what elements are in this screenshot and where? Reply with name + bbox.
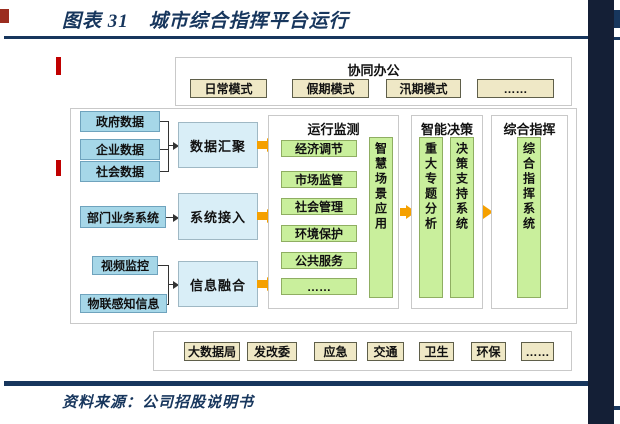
connector-line [168, 265, 169, 305]
monitor-item: 公共服务 [281, 252, 357, 269]
command-group-label: 综合指挥 [503, 122, 556, 137]
dept-box-health: 卫生 [419, 342, 454, 361]
connector-line [167, 304, 168, 305]
footer-rule [4, 381, 588, 386]
command-system-box: 综合指挥系统 [517, 137, 541, 298]
source-note: 资料来源：公司招股说明书 [62, 395, 255, 411]
connector-line [166, 217, 174, 218]
process-box-aggregation: 数据汇聚 [178, 122, 258, 168]
connector-arrow-icon [173, 281, 179, 289]
monitor-item-more: …… [281, 278, 357, 295]
input-box-social: 社会数据 [80, 161, 160, 182]
left-edge-mark [56, 57, 61, 75]
mode-box-flood: 汛期模式 [386, 79, 461, 98]
connector-line [160, 171, 168, 172]
input-box-iot: 物联感知信息 [80, 294, 167, 313]
page-corner-mark [0, 9, 9, 23]
connector-line [158, 265, 168, 266]
dept-box-transport: 交通 [367, 342, 404, 361]
process-box-access: 系统接入 [178, 193, 258, 240]
decision-group-label: 智能决策 [420, 122, 473, 137]
title-underline [4, 36, 588, 39]
dept-box-env: 环保 [471, 342, 506, 361]
monitor-item: 经济调节 [281, 140, 357, 157]
process-box-fusion: 信息融合 [178, 261, 258, 307]
smart-scene-box: 智慧场景应用 [369, 137, 393, 298]
topic-analysis-box: 重大专题分析 [419, 137, 443, 298]
decision-support-box: 决策支持系统 [450, 137, 474, 298]
connector-line [168, 121, 169, 172]
mode-box-more: …… [477, 79, 554, 98]
dept-box-more: …… [521, 342, 554, 361]
dept-box-emergency: 应急 [314, 342, 357, 361]
dept-box-ndrc: 发改委 [247, 342, 297, 361]
input-box-enterprise: 企业数据 [80, 139, 160, 160]
input-box-gov: 政府数据 [80, 111, 160, 132]
next-page-rule-fragment [614, 37, 620, 40]
monitor-group-label: 运行监测 [307, 122, 360, 137]
figure-title: 图表 31 城市综合指挥平台运行 [62, 11, 349, 32]
monitor-item: 社会管理 [281, 198, 357, 215]
connector-line [168, 145, 174, 146]
input-box-video: 视频监控 [92, 256, 158, 275]
connector-line [160, 121, 168, 122]
connector-arrow-icon [173, 214, 179, 222]
input-box-dept-systems: 部门业务系统 [80, 206, 166, 228]
monitor-item: 环境保护 [281, 225, 357, 242]
connector-arrow-icon [173, 142, 179, 150]
dept-box-bigdata: 大数据局 [184, 342, 240, 361]
monitor-item: 市场监管 [281, 171, 357, 188]
next-page-sliver [614, 0, 620, 424]
collab-office-label: 协同办公 [347, 63, 400, 78]
mode-box-daily: 日常模式 [190, 79, 267, 98]
left-edge-mark [56, 160, 61, 176]
next-page-rule-fragment [614, 406, 620, 410]
page-gutter [588, 0, 614, 424]
connector-line [160, 149, 168, 150]
connector-line [168, 284, 174, 285]
mode-box-holiday: 假期模式 [292, 79, 369, 98]
next-page-title-fragment [614, 10, 620, 28]
